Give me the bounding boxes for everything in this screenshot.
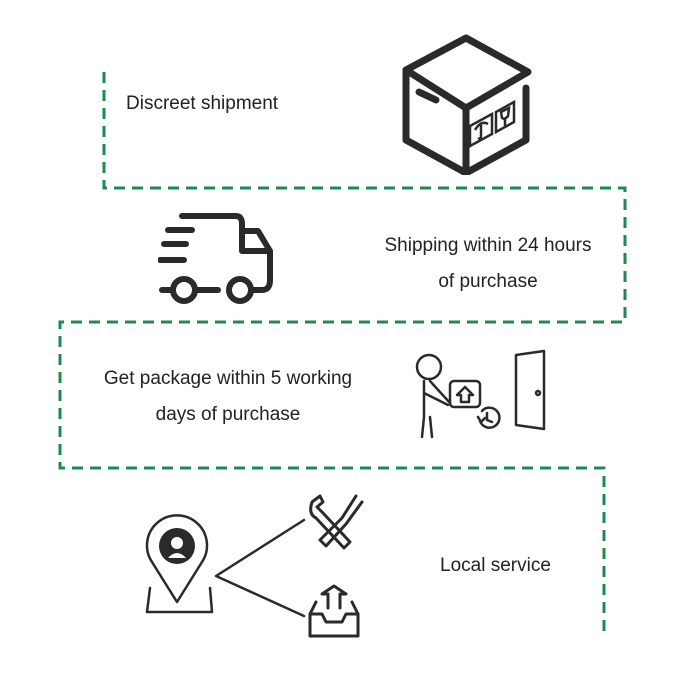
step-1-label: Discreet shipment <box>126 93 279 114</box>
step-2-label: Shipping within 24 hours of purchase <box>370 228 606 300</box>
step-2-line-2: of purchase <box>438 271 538 292</box>
step-2-line-1: Shipping within 24 hours <box>384 235 592 256</box>
step-3-label: Get package within 5 working days of pur… <box>86 361 370 433</box>
package-box-icon <box>402 34 532 175</box>
location-service-icon <box>145 514 306 618</box>
step-4-label: Local service <box>440 555 551 576</box>
fast-delivery-truck-icon <box>158 213 273 304</box>
step-3-line-2: days of purchase <box>155 404 301 425</box>
step-3-line-1: Get package within 5 working <box>103 368 353 389</box>
tools-icon <box>309 494 364 550</box>
delivery-person-door-icon <box>415 349 546 439</box>
package-return-icon <box>308 584 360 638</box>
map-pin-outline <box>145 514 209 604</box>
